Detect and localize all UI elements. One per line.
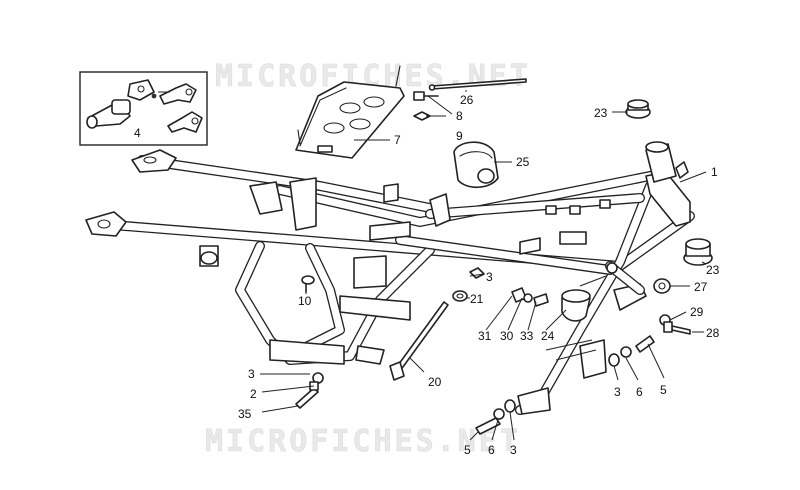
callout-31: 31 <box>478 329 492 343</box>
callout-8: 8 <box>456 109 463 123</box>
watermark-bottom: MICROFICHES.NET <box>205 424 521 459</box>
battery-tray <box>295 65 405 159</box>
nut-3-upper <box>469 267 485 279</box>
callout-1: 1 <box>711 165 718 179</box>
callout-21: 21 <box>470 292 484 306</box>
main-frame <box>85 141 695 415</box>
eye-bolt-27 <box>653 278 671 294</box>
callout-29: 29 <box>690 305 704 319</box>
ignition-lock-keys <box>79 71 208 146</box>
callout-28: 28 <box>706 326 720 340</box>
hardware-right <box>608 335 655 367</box>
bolt-28 <box>663 321 691 335</box>
bushing-23-bottom <box>683 238 713 266</box>
callout-9: 9 <box>456 129 463 143</box>
hardware-30-31-33 <box>511 287 549 307</box>
callout-30: 30 <box>500 329 514 343</box>
callout-3-left: 3 <box>248 367 255 381</box>
callout-25: 25 <box>516 155 530 169</box>
screw-10 <box>301 275 315 293</box>
callout-20: 20 <box>428 375 442 389</box>
callout-labels: 1 4 7 8 9 26 25 23 23 27 29 28 3 21 10 3… <box>134 93 720 457</box>
hardware-left-bottom <box>295 372 324 409</box>
leader-lines <box>158 90 707 441</box>
callout-3-upper: 3 <box>486 270 493 284</box>
callout-23-top: 23 <box>594 106 608 120</box>
callout-5-bottom: 5 <box>464 443 471 457</box>
rubber-block-24 <box>561 289 591 322</box>
callout-6-right: 6 <box>636 385 643 399</box>
callout-2: 2 <box>250 387 257 401</box>
callout-26: 26 <box>460 93 474 107</box>
long-bolt-20 <box>389 301 449 381</box>
callout-24: 24 <box>541 329 555 343</box>
callout-35: 35 <box>238 407 252 421</box>
callout-6-bottom: 6 <box>488 443 495 457</box>
bolt-8 <box>413 91 439 101</box>
callout-4: 4 <box>134 126 141 140</box>
hardware-bottom <box>475 399 516 435</box>
callout-10: 10 <box>298 294 312 308</box>
rubber-cover-25 <box>453 141 499 189</box>
callout-3-bottom: 3 <box>510 443 517 457</box>
callout-7: 7 <box>394 133 401 147</box>
callout-5-right: 5 <box>660 383 667 397</box>
callout-3-right: 3 <box>614 385 621 399</box>
watermark-top: MICROFICHES.NET <box>215 59 531 94</box>
callout-33: 33 <box>520 329 534 343</box>
callout-27: 27 <box>694 280 708 294</box>
rod-26 <box>428 78 527 91</box>
callout-23-bottom: 23 <box>706 263 720 277</box>
bushing-23-top <box>625 99 651 119</box>
washer-21 <box>452 290 468 302</box>
